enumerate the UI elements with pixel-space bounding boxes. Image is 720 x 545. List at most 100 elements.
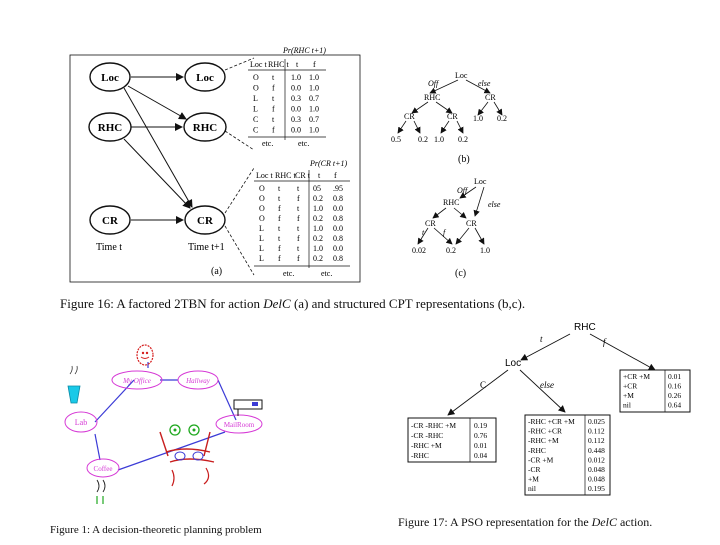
cpt2-cell: 0.8	[333, 194, 343, 203]
pso-probability: 0.025	[588, 417, 605, 426]
pso-loc-else: else	[540, 380, 554, 390]
tree-b-leaf-2: 1.0	[434, 135, 444, 144]
tree-b-leaf-5: 0.2	[497, 114, 507, 123]
cpt2-cell: t	[278, 224, 281, 233]
pso-box-else	[524, 414, 611, 496]
pso-outcome: -CR -RHC +M	[411, 421, 456, 430]
cpt2-cell: 0.2	[313, 194, 323, 203]
node-loc-t	[89, 62, 131, 92]
fig16-2tbn: Loc RHC CR Loc RHC CR Time t Time t+1 (a…	[69, 54, 361, 283]
tree-c-leaf-1: 0.2	[446, 246, 456, 255]
cpt2-cell: f	[278, 254, 281, 263]
room-lab	[64, 411, 98, 433]
node-cr-t1	[184, 205, 226, 235]
room-lab-label: Lab	[75, 418, 87, 427]
pso-loc: Loc	[505, 358, 521, 369]
cpt2-cell: 05	[313, 184, 321, 193]
pso-probability: 0.64	[668, 401, 681, 410]
cpt2-head-1: RHC t	[275, 171, 296, 180]
label-b: (b)	[458, 154, 470, 165]
cpt2-head-0: Loc t	[256, 171, 273, 180]
cpt2-cell: f	[278, 214, 281, 223]
cpt2-etc-0: etc.	[283, 269, 294, 278]
cpt2-head-3: t	[318, 171, 321, 180]
cpt1-cell: O	[253, 73, 259, 82]
cpt2-cell: 1.0	[313, 244, 323, 253]
cpt1-cell: f	[272, 84, 275, 93]
cpt2-cell: t	[297, 224, 300, 233]
tree-c-cr-left: CR	[425, 219, 436, 228]
mailbox-icon	[233, 399, 263, 416]
cpt2-head-2: CR t	[295, 171, 311, 180]
cpt1-cell: 1.0	[309, 84, 319, 93]
pso-outcome: +CR +M	[623, 372, 650, 381]
cpt1-cell: 0.0	[291, 84, 301, 93]
pso-outcome: +M	[528, 475, 539, 484]
pso-box-c	[407, 417, 497, 463]
room-hallway	[177, 370, 219, 390]
node-cr-t1-label: CR	[197, 215, 214, 227]
pso-outcome: nil	[528, 484, 536, 493]
cpt2-cell: 0.2	[313, 254, 323, 263]
cpt2-cell: O	[259, 214, 265, 223]
coffee-drinker-icon	[96, 479, 106, 504]
pso-probability: 0.112	[588, 436, 605, 445]
pso-loc-c: C	[480, 380, 486, 390]
tree-b-leaf-0: 0.5	[391, 135, 401, 144]
pso-probability: 0.01	[668, 372, 681, 381]
cpt1-etc-1: etc.	[298, 139, 309, 148]
cpt1-cell: L	[253, 94, 258, 103]
cpt1-head-2: t	[296, 60, 299, 69]
cpt1-cell: f	[272, 126, 275, 135]
cpt2-cell: 0.8	[333, 214, 343, 223]
cpt2-cell: 0.0	[333, 204, 343, 213]
pso-probability: 0.16	[668, 382, 681, 391]
arc-rhc-cr	[123, 138, 191, 209]
cpt2-cell: 0.0	[333, 224, 343, 233]
room-coffee	[86, 458, 120, 478]
pso-outcome: -RHC +CR +M	[528, 417, 575, 426]
robot-icon	[159, 424, 215, 487]
tree-b-cr-left: CR	[404, 112, 415, 121]
tree-c-rhc: RHC	[443, 198, 459, 207]
arc-loc-rhc	[127, 85, 187, 120]
tree-b-rhc: RHC	[424, 93, 440, 102]
person-icon	[136, 344, 154, 366]
cpt2-cell: f	[297, 214, 300, 223]
cpt1-cell: f	[272, 105, 275, 114]
tree-c: Loc Off RHC else CR CR t f 0.02 0.2 1.0 …	[412, 177, 501, 279]
arc-loc-cr	[123, 87, 193, 208]
cpt2-cell: 0.2	[313, 234, 323, 243]
cpt1-cell: 0.3	[291, 115, 301, 124]
node-cr-t	[89, 205, 131, 235]
tree-c-leaf-0: 0.02	[412, 246, 426, 255]
node-rhc-t1-label: RHC	[193, 122, 218, 134]
label-c: (c)	[455, 268, 466, 279]
fig16-frame	[69, 54, 361, 283]
cpt1-cell: t	[272, 94, 275, 103]
cpt2-title: Pr(CR t+1)	[309, 159, 348, 168]
room-mailroom	[215, 414, 263, 434]
tree-b-leaf-3: 0.2	[458, 135, 468, 144]
tree-c-f: f	[443, 228, 447, 237]
cpt2-cell: 1.0	[313, 204, 323, 213]
cpt1-cell: L	[253, 105, 258, 114]
cpt2-head-4: f	[334, 171, 337, 180]
node-loc-t1-label: Loc	[196, 72, 214, 84]
cpt2-cell: 0.8	[333, 254, 343, 263]
node-rhc-t-label: RHC	[98, 122, 123, 134]
tree-c-cr-right: CR	[466, 219, 477, 228]
pso-probability: 0.26	[668, 391, 681, 400]
cpt1-etc-0: etc.	[262, 139, 273, 148]
cpt2-cell: t	[278, 184, 281, 193]
fig17-caption: Figure 17: A PSO representation for the …	[398, 515, 653, 529]
cpt2-cell: L	[259, 254, 264, 263]
cpt1-head-1: RHC t	[268, 60, 289, 69]
room-my-office	[111, 370, 163, 390]
pso-probability: 0.048	[588, 475, 605, 484]
cpt2-cell: t	[278, 234, 281, 243]
cpt2-cell: f	[297, 234, 300, 243]
tree-b: Loc Off else RHC CR CR CR 1.0 0.2 0.5 0.…	[391, 71, 507, 165]
node-rhc-t1	[183, 112, 227, 142]
